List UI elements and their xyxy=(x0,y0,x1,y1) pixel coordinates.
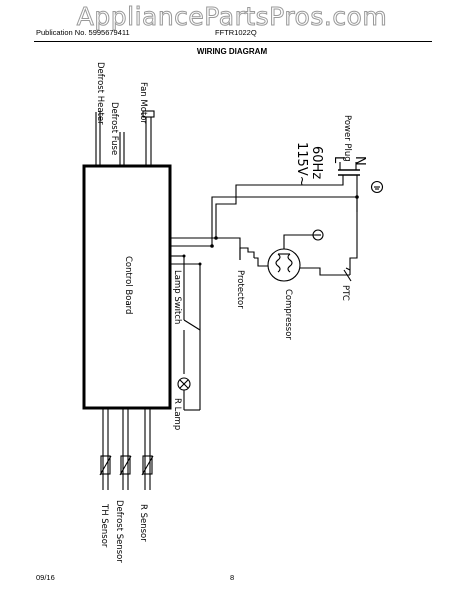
ptc-label: PTC xyxy=(340,285,350,301)
line-wire xyxy=(170,175,344,239)
footer-page-number: 8 xyxy=(230,573,235,582)
ptc-resistor xyxy=(343,269,352,282)
header-rule xyxy=(34,41,432,42)
compressor-label: Compressor xyxy=(283,289,293,340)
th-sensor-thermistor xyxy=(100,455,111,475)
neutral-wire xyxy=(170,175,358,247)
fan-motor-connector xyxy=(142,110,155,118)
th-sensor-label: TH Sensor xyxy=(99,503,109,548)
defrost-sensor-label: Defrost Sensor xyxy=(114,500,124,563)
neutral-to-ptc xyxy=(349,197,358,275)
page-title: WIRING DIAGRAM xyxy=(196,47,268,56)
footer-date: 09/16 xyxy=(36,573,55,582)
voltage-label: 115V~ xyxy=(294,142,309,187)
line-label: L xyxy=(331,156,346,164)
defrost-sensor-thermistor xyxy=(120,455,131,475)
protector-contact xyxy=(239,247,255,260)
compressor-ground-icon xyxy=(312,229,324,241)
control-board-label: Control Board xyxy=(123,256,133,314)
frequency-label: 60Hz xyxy=(309,146,324,179)
model-number: FFTR1022Q xyxy=(215,28,257,37)
fan-motor-label: Fan Motor xyxy=(138,82,148,124)
r-sensor-label: R Sensor xyxy=(138,504,148,542)
neutral-label: N xyxy=(352,156,367,166)
defrost-fuse-label: Defrost Fuse xyxy=(109,102,119,155)
r-lamp-label: R Lamp xyxy=(172,398,182,430)
watermark: AppliancePartsPros.com xyxy=(76,2,388,32)
control-board-box xyxy=(82,164,172,410)
r-sensor-thermistor xyxy=(142,455,153,475)
defrost-heater-label: Defrost Heater xyxy=(95,62,105,125)
lamp-switch-label: Lamp Switch xyxy=(172,270,182,324)
ground-icon xyxy=(370,180,384,194)
lamp-switch-contact xyxy=(183,319,201,331)
protector-label: Protector xyxy=(235,270,245,309)
publication-number: Publication No. 5995679411 xyxy=(36,28,130,37)
power-plug-label: Power Plug xyxy=(342,115,352,162)
